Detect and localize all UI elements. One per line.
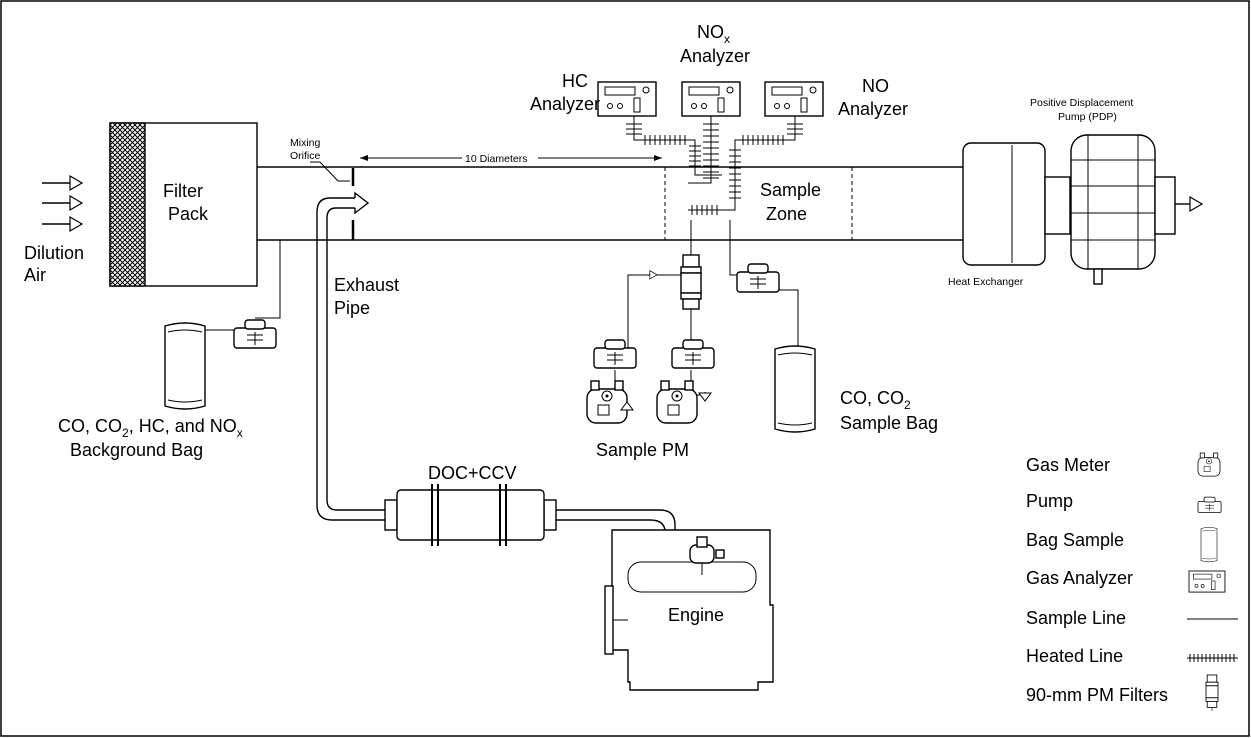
pm-sampling-train [586, 220, 715, 424]
hc-analyzer [597, 81, 657, 117]
background-bag-label-2: Background Bag [70, 440, 203, 460]
filter-pack-label: Filter [163, 181, 203, 201]
legend: Gas Meter Pump Bag Sample Gas Analyzer S… [1026, 452, 1238, 712]
exhaust-pipe-label: Exhaust [334, 275, 399, 295]
sample-bag-train [729, 220, 816, 433]
heated-line-icon [1187, 654, 1238, 662]
doc-ccv-unit [384, 484, 557, 546]
dilution-air-label-2: Air [24, 265, 46, 285]
legend-label-gas-analyzer: Gas Analyzer [1026, 568, 1133, 588]
ten-diameters-label: 10 Diameters [465, 153, 527, 165]
pdp-label: Positive Displacement [1030, 97, 1133, 109]
sample-pm-label: Sample PM [596, 440, 689, 460]
dilution-air-arrows [42, 175, 83, 232]
legend-label-sample-line: Sample Line [1026, 608, 1126, 628]
sample-bag-label-2: Sample Bag [840, 413, 938, 433]
no-analyzer [764, 81, 824, 117]
engine-label: Engine [668, 605, 724, 625]
no-analyzer-label: NO [862, 76, 889, 96]
legend-label-gas-meter: Gas Meter [1026, 455, 1110, 475]
pump-icon [1197, 496, 1222, 513]
dilution-air-label: Dilution [24, 243, 84, 263]
legend-label-heated-line: Heated Line [1026, 646, 1123, 666]
legend-label-pump: Pump [1026, 491, 1073, 511]
pdp-label-2: Pump (PDP) [1058, 111, 1117, 123]
filter-pack-label-2: Pack [168, 204, 209, 224]
pm-filter-icon [1205, 674, 1219, 712]
mixing-orifice [310, 161, 355, 240]
nox-analyzer-label: NOx [697, 22, 730, 46]
no-analyzer-label-2: Analyzer [838, 99, 908, 119]
legend-label-bag-sample: Bag Sample [1026, 530, 1124, 550]
legend-label-pm-filters: 90-mm PM Filters [1026, 685, 1168, 705]
hc-analyzer-label: HC [562, 71, 588, 91]
nox-analyzer-label-2: Analyzer [680, 46, 750, 66]
ten-diameters-dimension [360, 155, 662, 161]
mixing-orifice-label-2: Orifice [290, 150, 320, 162]
exhaust-pipe-label-2: Pipe [334, 298, 370, 318]
heated-lines [626, 116, 803, 215]
sample-zone-label: Sample [760, 180, 821, 200]
nox-analyzer [681, 81, 741, 117]
heat-exchanger-label: Heat Exchanger [948, 276, 1024, 288]
filter-pack [109, 122, 258, 287]
bag-sample-icon [1200, 527, 1218, 563]
background-bag-train [164, 240, 281, 410]
engine [604, 529, 774, 691]
hc-analyzer-label-2: Analyzer [530, 94, 600, 114]
positive-displacement-pump [1044, 134, 1203, 285]
dilution-tunnel [257, 166, 963, 241]
gas-analyzer-icon [1188, 570, 1226, 593]
doc-ccv-label: DOC+CCV [428, 463, 517, 483]
gas-meter-icon [1197, 452, 1221, 477]
background-bag-label: CO, CO2, HC, and NOx [58, 416, 243, 440]
heat-exchanger [962, 142, 1046, 266]
sample-zone-label-2: Zone [766, 204, 807, 224]
mixing-orifice-label: Mixing [290, 137, 321, 149]
sample-bag-label: CO, CO2 [840, 388, 911, 412]
